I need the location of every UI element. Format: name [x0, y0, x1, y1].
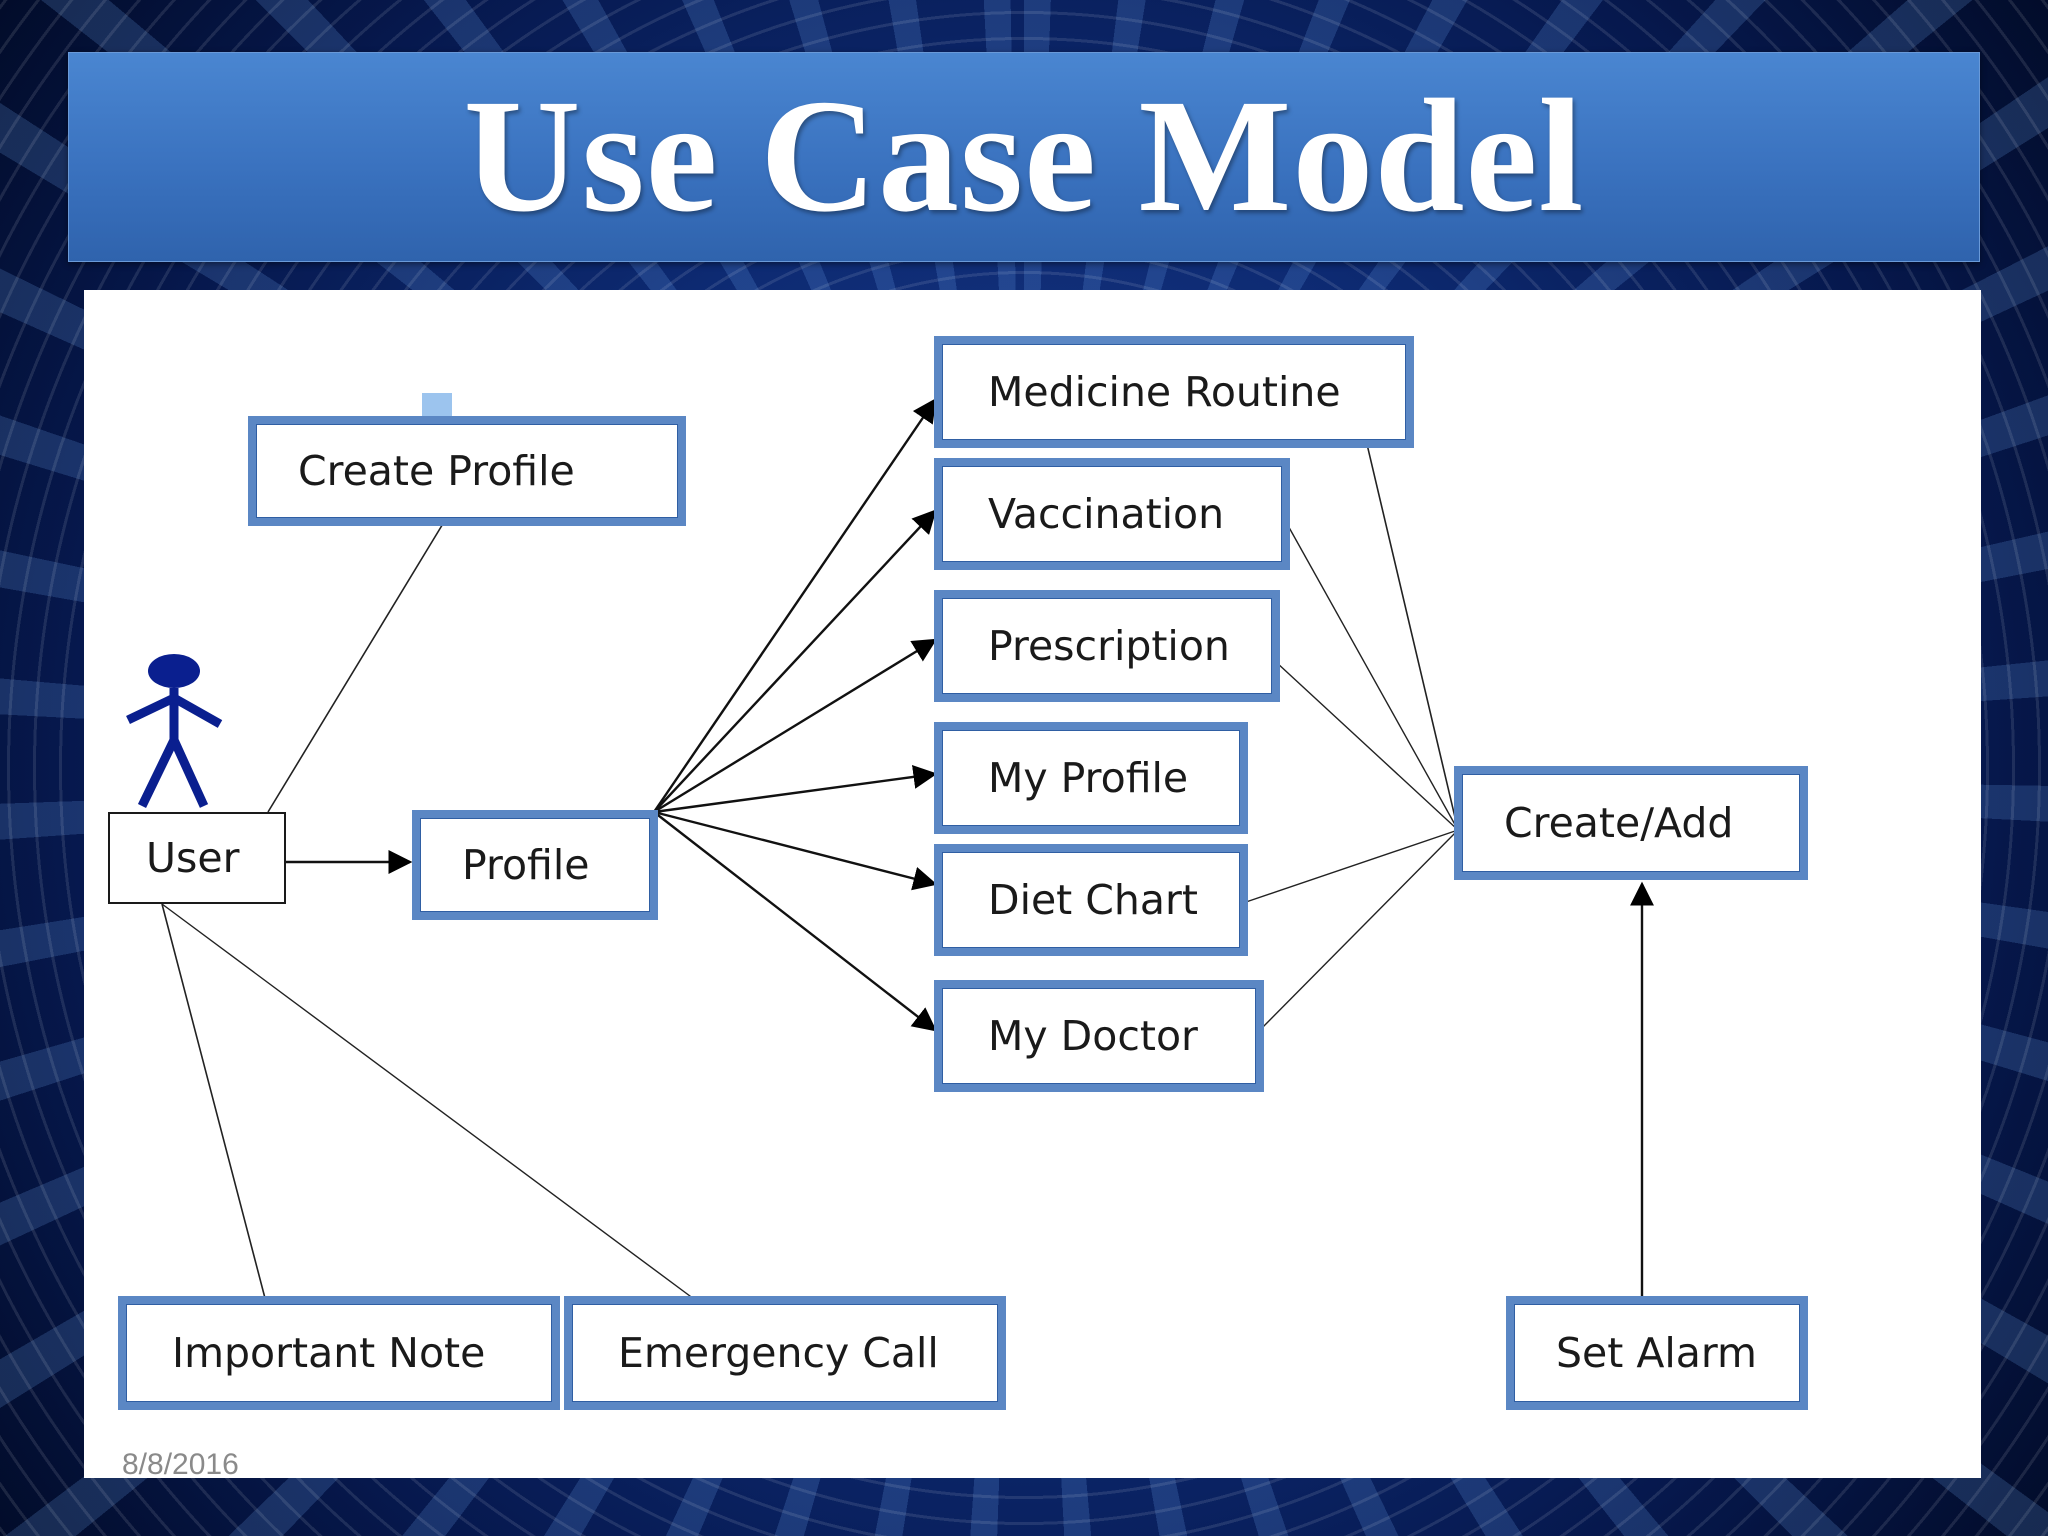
use-case-my-profile: My Profile [934, 722, 1248, 834]
arrow-profile-prescription [653, 638, 938, 814]
use-case-emergency-call: Emergency Call [564, 1296, 1006, 1410]
line-user-emergency-call [161, 903, 699, 1303]
use-case-diet-chart: Diet Chart [934, 844, 1248, 956]
important-note-label: Important Note [172, 1328, 486, 1377]
slide-date: 8/8/2016 [122, 1448, 239, 1481]
my-doctor-label: My Doctor [988, 1011, 1198, 1060]
arrow-profile-my-profile [653, 765, 938, 814]
decorative-square [422, 393, 452, 417]
actor-user-label: User [146, 833, 240, 882]
use-case-vaccination: Vaccination [934, 458, 1290, 570]
create-add-label: Create/Add [1504, 798, 1734, 847]
line-user-create-profile [267, 521, 445, 813]
use-case-set-alarm: Set Alarm [1506, 1296, 1808, 1410]
use-case-create-add: Create/Add [1454, 766, 1808, 880]
use-case-important-note: Important Note [118, 1296, 560, 1410]
use-case-profile: Profile [412, 810, 658, 920]
actor-user-box: User [108, 812, 286, 904]
use-case-create-profile: Create Profile [248, 416, 686, 526]
vaccination-label: Vaccination [988, 489, 1225, 538]
line-medicine-routine-create-add [1365, 439, 1459, 831]
slide-title: Use Case Model [463, 67, 1585, 246]
line-user-important-note [161, 903, 267, 1303]
line-diet-chart-create-add [1245, 829, 1459, 903]
create-profile-label: Create Profile [298, 446, 575, 495]
profile-label: Profile [462, 840, 590, 889]
my-profile-label: My Profile [988, 753, 1189, 802]
arrow-profile-medicine-routine [653, 398, 937, 813]
line-vaccination-create-add [1285, 521, 1459, 831]
arrow-profile-diet-chart [653, 810, 938, 891]
stick-figure-icon [126, 654, 223, 808]
line-prescription-create-add [1275, 661, 1459, 831]
use-case-prescription: Prescription [934, 590, 1280, 702]
medicine-routine-label: Medicine Routine [988, 367, 1341, 416]
arrow-profile-vaccination [653, 509, 937, 813]
emergency-call-label: Emergency Call [618, 1328, 939, 1377]
line-my-doctor-create-add [1255, 829, 1459, 1035]
arrow-profile-my-doctor [653, 811, 937, 1032]
use-case-my-doctor: My Doctor [934, 980, 1264, 1092]
diet-chart-label: Diet Chart [988, 875, 1198, 924]
prescription-label: Prescription [988, 621, 1230, 670]
use-case-medicine-routine: Medicine Routine [934, 336, 1414, 448]
title-banner: Use Case Model [68, 52, 1980, 262]
set-alarm-label: Set Alarm [1556, 1328, 1757, 1377]
